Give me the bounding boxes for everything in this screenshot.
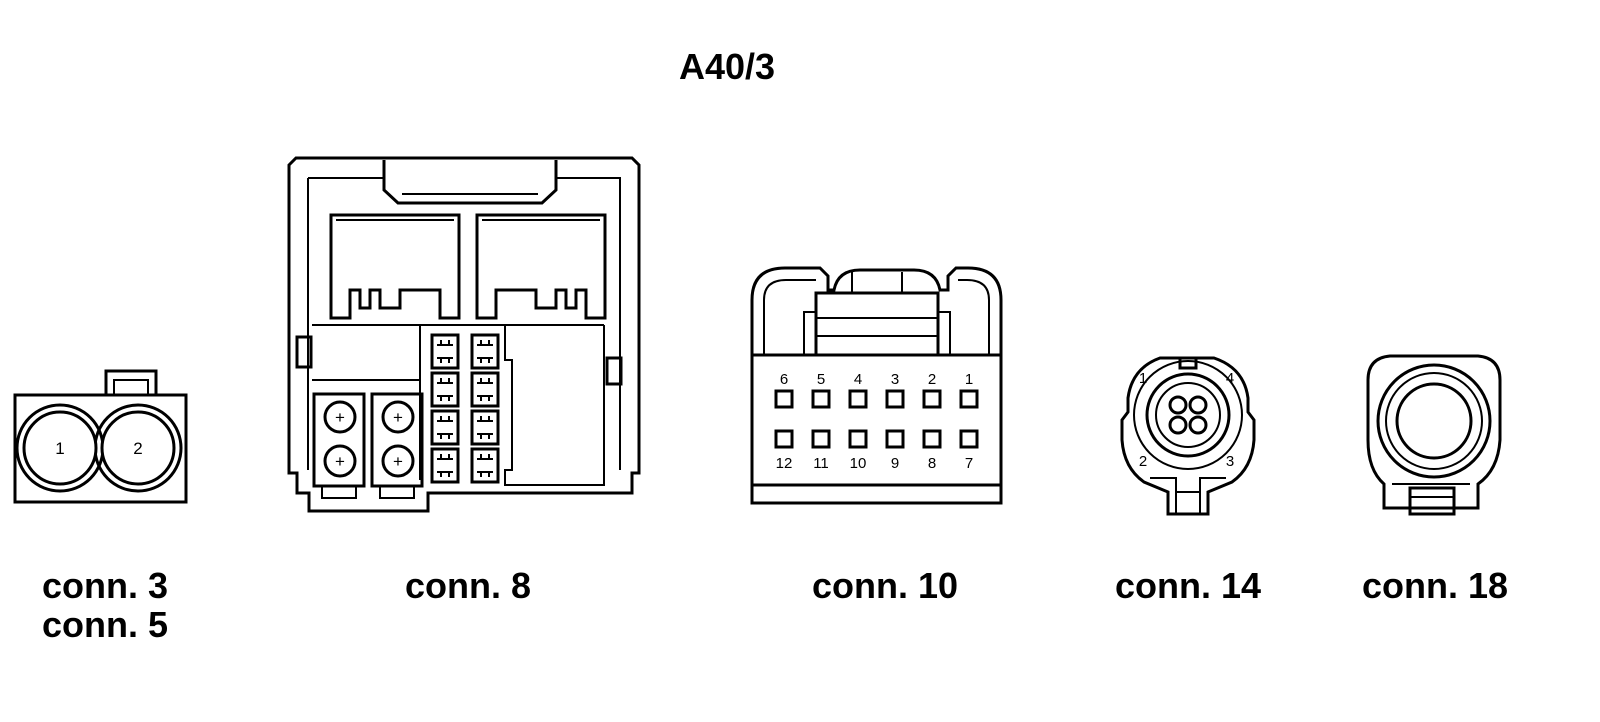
svg-text:+: + (335, 452, 345, 471)
housing (1120, 356, 1256, 516)
housing (287, 156, 641, 513)
pin-label: 6 (780, 371, 788, 388)
housing (1366, 354, 1502, 510)
face-ring (1376, 363, 1492, 479)
connector-label: conn. 5 (42, 604, 168, 645)
coax-pins (1168, 395, 1208, 435)
connector-3-5: 1 2 (13, 369, 188, 504)
upper-cavity-right (475, 213, 607, 320)
svg-text:+: + (335, 408, 345, 427)
pin-label: 3 (1226, 453, 1234, 470)
pin-label: 1 (965, 371, 973, 388)
pin-label: 7 (965, 455, 973, 472)
coax-center (1395, 382, 1473, 460)
pin-label: 2 (928, 371, 936, 388)
pin-label: 11 (813, 455, 829, 472)
diagram-title: A40/3 (679, 46, 775, 87)
pin-label: 5 (817, 371, 825, 388)
housing (13, 393, 188, 504)
signal-pins (430, 333, 500, 484)
pin-label: 4 (854, 371, 862, 388)
pin-label: 4 (1226, 370, 1234, 387)
connector-label: conn. 10 (812, 565, 958, 606)
pin-label: 2 (1139, 453, 1147, 470)
housing (750, 266, 1003, 505)
connector-label: conn. 14 (1115, 565, 1261, 606)
power-cavity-left (312, 392, 366, 488)
pin-label: 10 (850, 455, 867, 472)
pin-label: 9 (891, 455, 899, 472)
pin-row-bottom (774, 429, 979, 449)
cavity-1 (22, 410, 98, 486)
power-pins: + + + + (323, 400, 415, 478)
connector-10: 6 5 4 3 2 1 12 11 10 9 8 7 (750, 266, 1003, 505)
power-cavity-right (370, 392, 424, 488)
latch-tab (104, 369, 158, 395)
pin-row-top (774, 389, 979, 409)
pin-label: 2 (133, 439, 142, 458)
upper-cavity-left (329, 213, 461, 320)
pin-label: 1 (55, 439, 64, 458)
cavity-2 (100, 410, 176, 486)
connector-14: 1 4 2 3 (1120, 356, 1256, 516)
connector-label: conn. 8 (405, 565, 531, 606)
svg-text:+: + (393, 408, 403, 427)
connector-8: + + + + (287, 156, 641, 513)
pin-label: 1 (1139, 370, 1147, 387)
pin-label: 3 (891, 371, 899, 388)
connector-label: conn. 18 (1362, 565, 1508, 606)
connector-18 (1366, 354, 1502, 516)
face-ring (1145, 372, 1231, 458)
pin-label: 12 (776, 455, 793, 472)
top-latch (382, 160, 558, 205)
connector-label: conn. 3 (42, 565, 168, 606)
pin-label: 8 (928, 455, 936, 472)
svg-text:+: + (393, 452, 403, 471)
